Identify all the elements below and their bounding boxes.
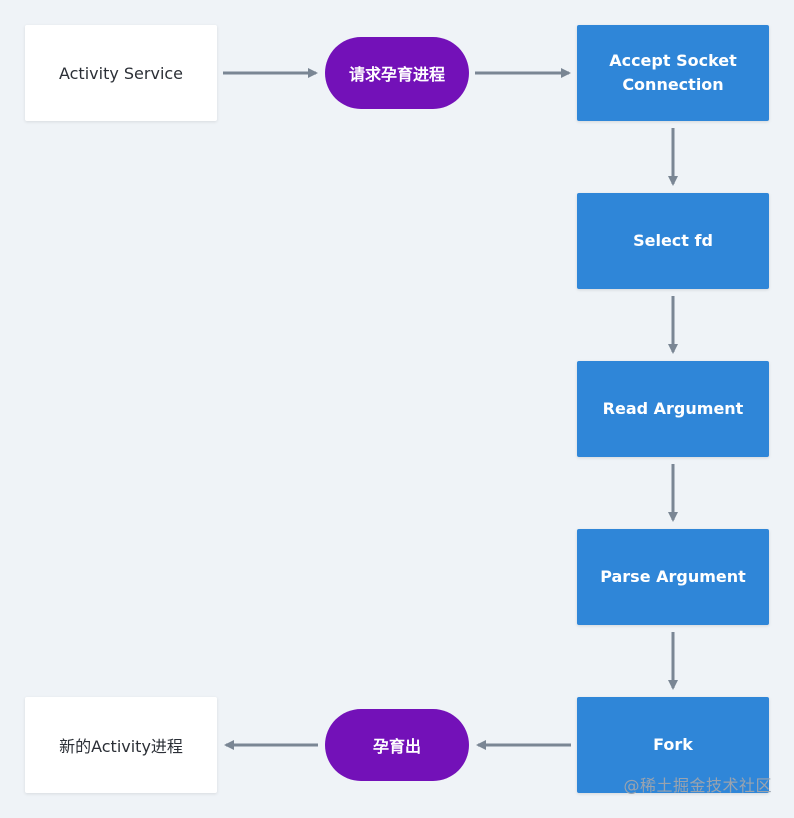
spawned-node: 孕育出 [325, 709, 469, 781]
new-activity-process-node: 新的Activity进程 [25, 697, 217, 793]
fork-node: Fork [577, 697, 769, 793]
accept-socket-node: Accept Socket Connection [577, 25, 769, 121]
activity-service-node: Activity Service [25, 25, 217, 121]
new-activity-process-label: 新的Activity进程 [59, 737, 183, 756]
select-fd-label: Select fd [633, 231, 713, 250]
read-argument-node: Read Argument [577, 361, 769, 457]
request-spawn-node: 请求孕育进程 [325, 37, 469, 109]
activity-service-label: Activity Service [58, 63, 184, 83]
parse-argument-label: Parse Argument [600, 567, 746, 586]
accept-socket-label-line1: Accept Socket [609, 51, 737, 70]
accept-socket-label-line2: Connection [622, 75, 724, 94]
select-fd-node: Select fd [577, 193, 769, 289]
watermark: @稀土掘金技术社区 [623, 776, 772, 795]
read-argument-label: Read Argument [602, 399, 744, 418]
fork-label: Fork [653, 735, 693, 754]
spawned-label: 孕育出 [372, 737, 421, 756]
parse-argument-node: Parse Argument [577, 529, 769, 625]
request-spawn-label: 请求孕育进程 [348, 65, 445, 84]
